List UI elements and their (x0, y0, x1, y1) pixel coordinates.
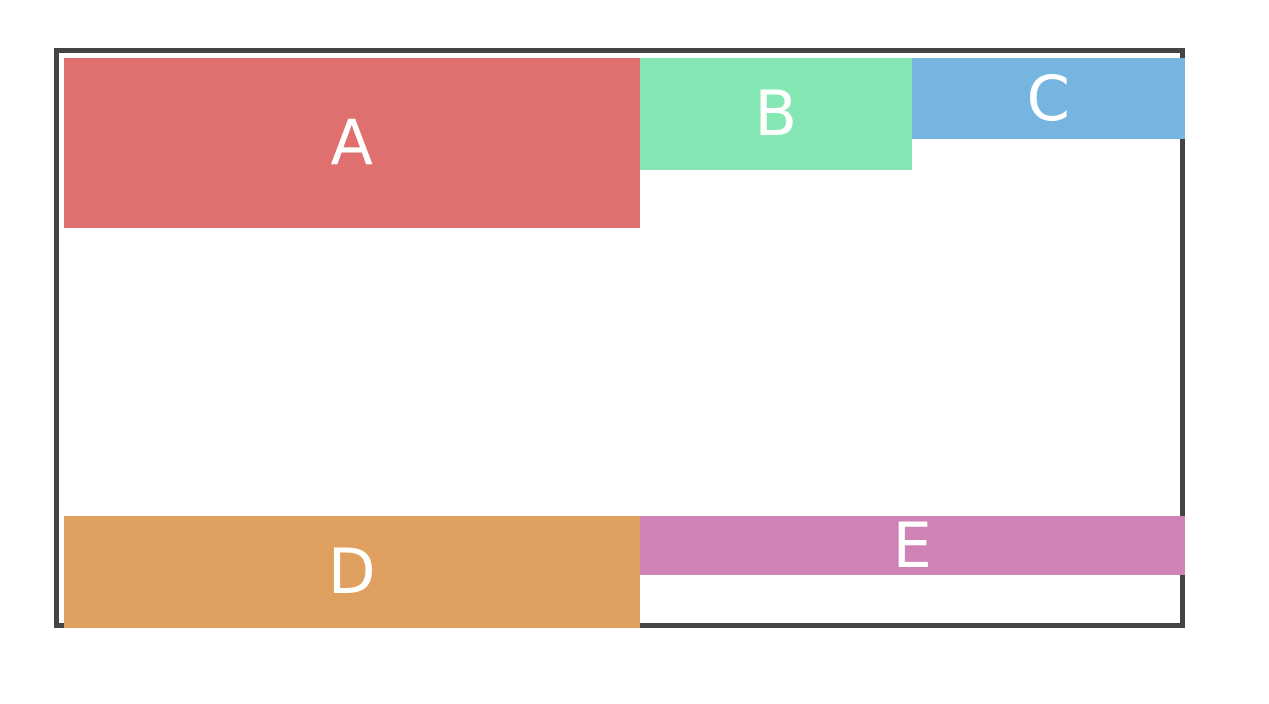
block-e[interactable]: E (640, 516, 1185, 575)
block-d[interactable]: D (64, 516, 640, 628)
block-a-label: A (330, 106, 374, 179)
block-b[interactable]: B (640, 58, 912, 170)
block-a[interactable]: A (64, 58, 640, 228)
block-d-label: D (327, 535, 377, 608)
block-container: A B C D E (54, 48, 1185, 628)
block-e-label: E (892, 516, 933, 575)
block-c-label: C (1026, 61, 1071, 135)
block-c[interactable]: C (912, 58, 1185, 139)
block-b-label: B (754, 77, 798, 150)
